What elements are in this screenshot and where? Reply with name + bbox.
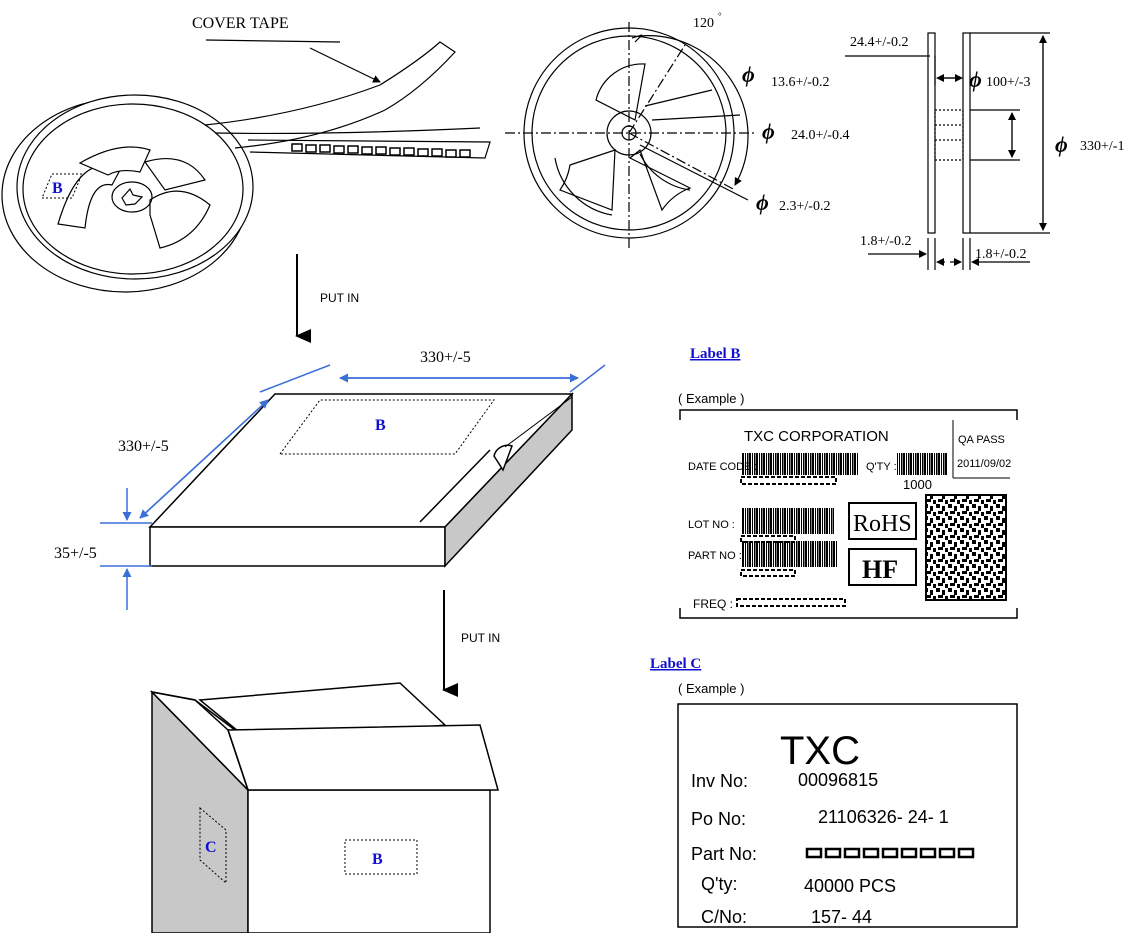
label-c-cno-label: C/No: xyxy=(701,907,747,927)
label-b-lot-no: LOT NO : xyxy=(688,519,735,531)
label-c-heading: Label C xyxy=(650,656,701,672)
label-c-example: ( Example ) xyxy=(678,681,744,696)
label-b-example: ( Example ) xyxy=(678,391,744,406)
reel-label-b-area xyxy=(41,173,83,199)
inner-box xyxy=(148,392,574,568)
cover-tape xyxy=(204,39,491,159)
label-b-heading: Label B xyxy=(690,346,740,362)
diameter-symbol-hub-outer: ϕ xyxy=(969,67,982,92)
inner-box-height: 35+/-5 xyxy=(54,545,97,562)
label-c-part-value-blocks xyxy=(805,847,975,859)
reel-center-diameter: 24.0+/-0.4 xyxy=(791,128,849,143)
reel-perspective xyxy=(1,94,254,293)
label-c-inv-value: 00096815 xyxy=(798,770,878,790)
diameter-symbol-drive: ϕ xyxy=(756,190,769,215)
reel-diameter: 330+/-1 xyxy=(1080,139,1124,154)
reel-width: 24.4+/-0.2 xyxy=(850,35,908,50)
inner-box-label-b-mark: B xyxy=(375,417,386,434)
carton-label-b-mark: B xyxy=(372,851,383,868)
label-b-company: TXC CORPORATION xyxy=(744,428,889,445)
reel-hub-outer-diameter: 100+/-3 xyxy=(986,75,1030,90)
label-c-qty-label: Q'ty: xyxy=(701,874,737,894)
flange-right-thickness: 1.8+/-0.2 xyxy=(975,247,1026,262)
outer-carton xyxy=(149,682,499,933)
label-b-hf: HF xyxy=(862,555,898,584)
inner-box-length: 330+/-5 xyxy=(420,349,471,366)
reel-front-view xyxy=(505,22,755,250)
carrier-pockets xyxy=(291,143,471,158)
reel-drive-diameter: 2.3+/-0.2 xyxy=(779,199,830,214)
label-c-inv-label: Inv No: xyxy=(691,771,748,791)
label-b-card xyxy=(679,409,1018,619)
cover-tape-label: COVER TAPE xyxy=(192,15,289,32)
reel-side-view xyxy=(845,32,1050,270)
reel-label-b-mark: B xyxy=(52,180,63,197)
inner-box-width: 330+/-5 xyxy=(118,438,169,455)
label-b-rohs: RoHS xyxy=(853,511,912,537)
label-c-part-label: Part No: xyxy=(691,844,757,864)
diameter-symbol-center: ϕ xyxy=(762,119,775,144)
label-b-freq: FREQ : xyxy=(693,597,733,611)
label-b-part-no: PART NO : xyxy=(688,550,742,562)
label-b-qa-date: 2011/09/02 xyxy=(957,458,1011,470)
diameter-symbol-reel: ϕ xyxy=(1055,132,1068,157)
inner-box-dimensions xyxy=(100,364,606,610)
label-c-brand: TXC xyxy=(780,729,860,773)
reel-angle-degree: ° xyxy=(718,11,722,21)
label-b-qty-value: 1000 xyxy=(903,477,932,492)
diameter-symbol-hub: ϕ xyxy=(742,62,755,87)
label-b-date-code: DATE CODE : xyxy=(688,461,757,473)
put-in-label-2: PUT IN xyxy=(461,631,500,645)
flange-left-thickness: 1.8+/-0.2 xyxy=(860,234,911,249)
put-in-label-1: PUT IN xyxy=(320,291,359,305)
label-c-po-label: Po No: xyxy=(691,809,746,829)
label-c-cno-value: 157- 44 xyxy=(811,907,872,927)
carton-label-c-mark: C xyxy=(205,839,217,856)
label-c-qty-value: 40000 PCS xyxy=(804,876,896,896)
label-c-po-value: 21106326- 24- 1 xyxy=(818,807,949,827)
label-c-card xyxy=(677,703,1018,928)
label-b-qty-label: Q'TY : xyxy=(866,461,897,473)
reel-hub-diameter: 13.6+/-0.2 xyxy=(771,75,829,90)
reel-angle-value: 120 xyxy=(693,16,714,31)
label-b-qa-pass: QA PASS xyxy=(958,434,1005,446)
